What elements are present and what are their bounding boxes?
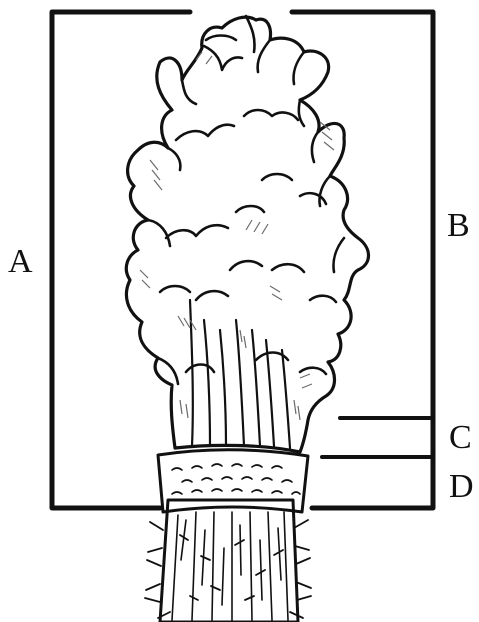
stalk xyxy=(145,500,311,622)
bracket-a xyxy=(52,12,190,508)
label-a: A xyxy=(8,243,33,280)
receptacle-ring xyxy=(158,450,308,512)
bracket-b xyxy=(292,12,433,508)
label-b: B xyxy=(447,207,470,244)
label-d: D xyxy=(449,468,474,505)
label-c: C xyxy=(449,419,472,456)
flower-head xyxy=(126,16,368,452)
